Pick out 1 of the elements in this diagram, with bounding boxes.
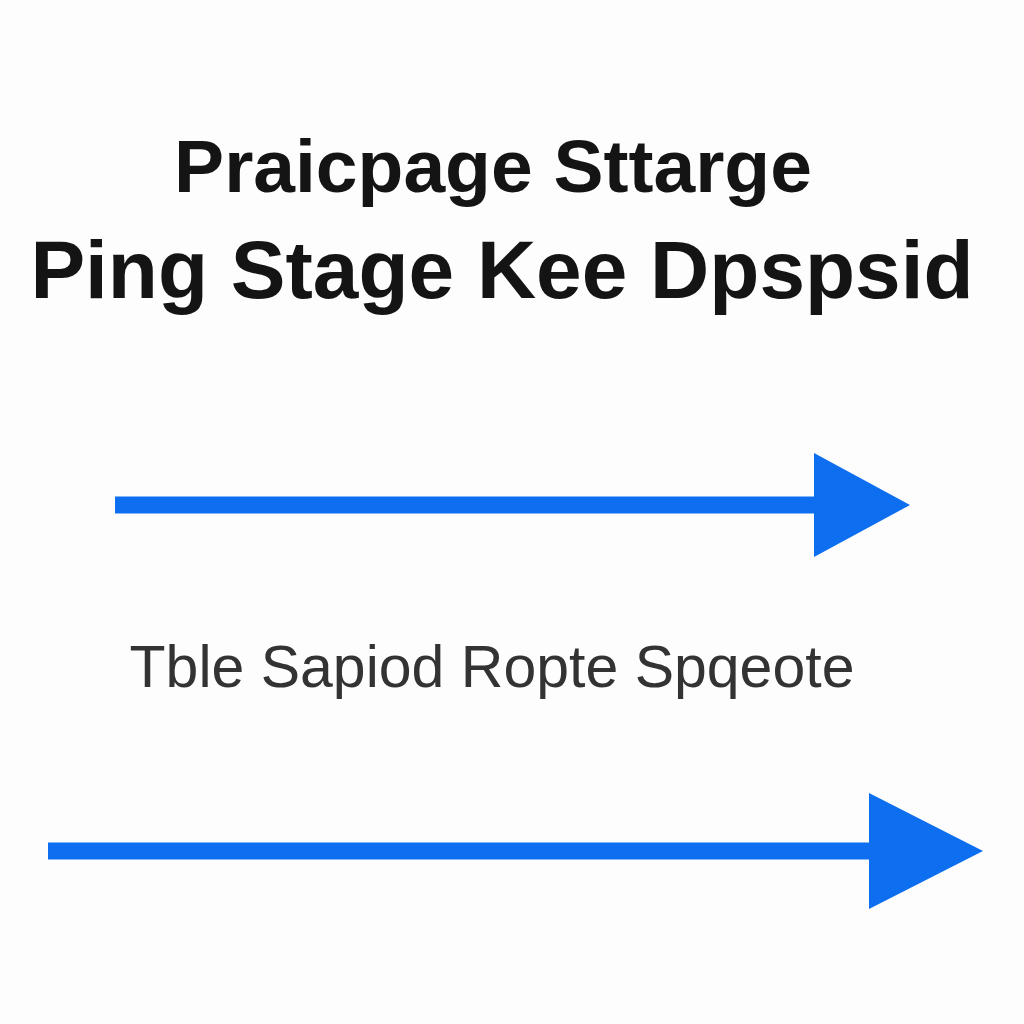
subtitle-text: Tble Sapiod Ropte Spqeote	[129, 638, 855, 697]
